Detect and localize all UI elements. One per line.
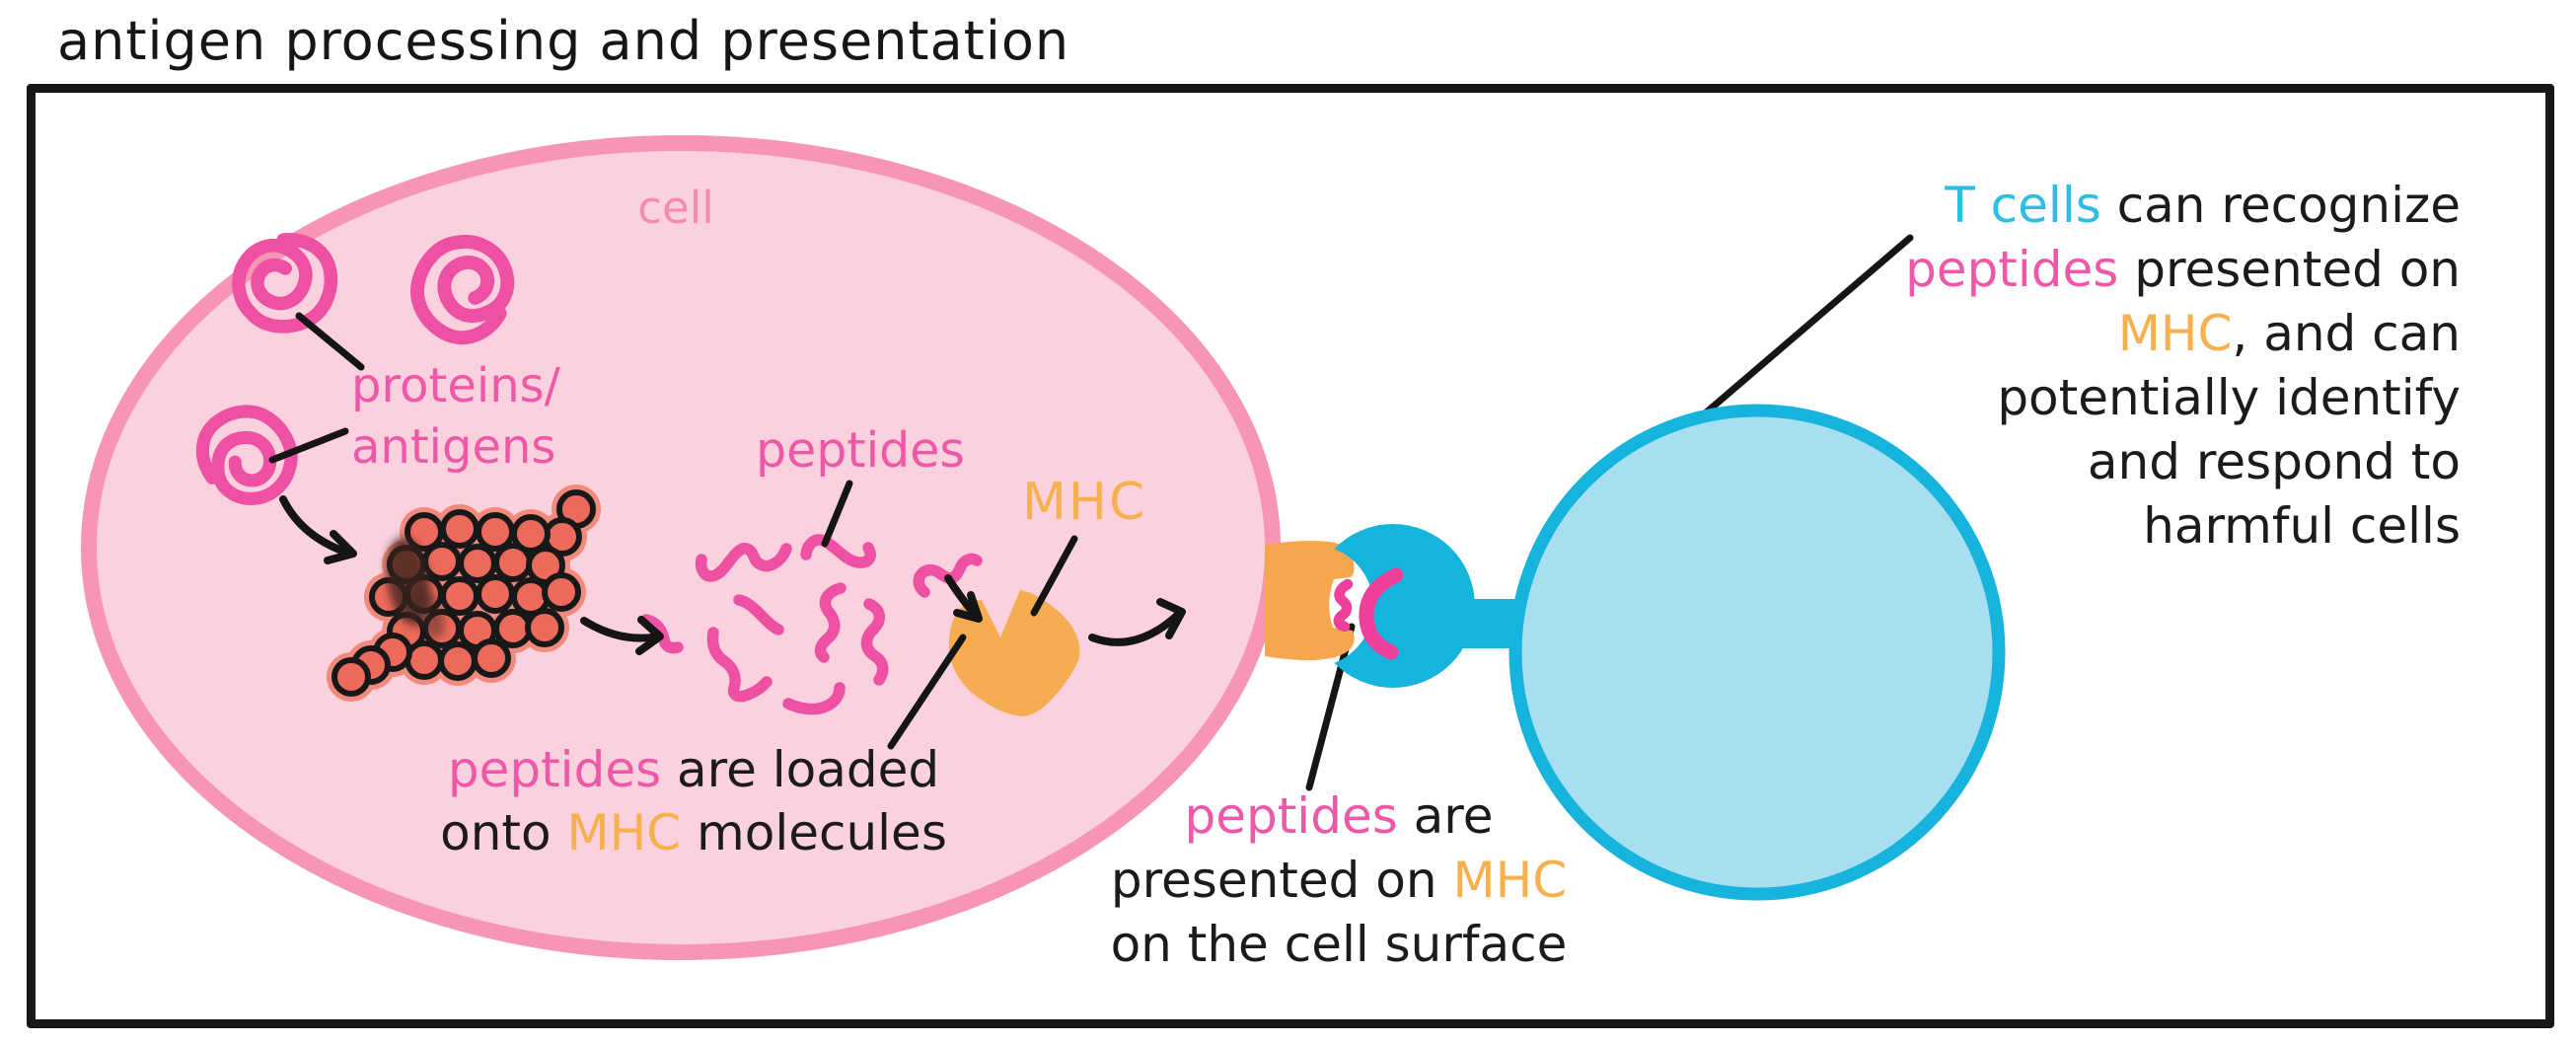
presented-caption: peptides are presented on MHC on the cel… (1077, 784, 1600, 977)
tcell-caption-line1: T cells can recognize (1945, 177, 2461, 234)
proteins-label-line2: antigens (351, 419, 556, 475)
mhc-label: MHC (1022, 473, 1147, 532)
proteins-label-line1: proteins/ (351, 358, 560, 413)
loaded-caption: peptides are loaded onto MHC molecules (414, 738, 973, 864)
presented-caption-line3: on the cell surface (1110, 916, 1568, 973)
page-title: antigen processing and presentation (57, 10, 1070, 72)
loaded-caption-line2: onto MHC molecules (440, 804, 947, 861)
tcell-caption-line3: MHC, and can (2117, 305, 2461, 362)
tcell-caption-line6: harmful cells (2143, 497, 2461, 555)
presented-caption-line1: peptides are (1184, 787, 1494, 845)
tcell-caption-line2: peptides presented on (1905, 241, 2461, 298)
presented-caption-line2: presented on MHC (1110, 852, 1568, 909)
tcell-caption-line4: potentially identify (1997, 369, 2461, 426)
peptides-label: peptides (756, 422, 965, 479)
cell-label: cell (637, 182, 714, 234)
tcell-caption: T cells can recognize peptides presented… (1873, 174, 2461, 559)
proteins-antigens-label: proteins/ antigens (351, 355, 560, 478)
tcell-caption-line5: and respond to (2087, 433, 2461, 490)
loaded-caption-line1: peptides are loaded (447, 741, 940, 798)
